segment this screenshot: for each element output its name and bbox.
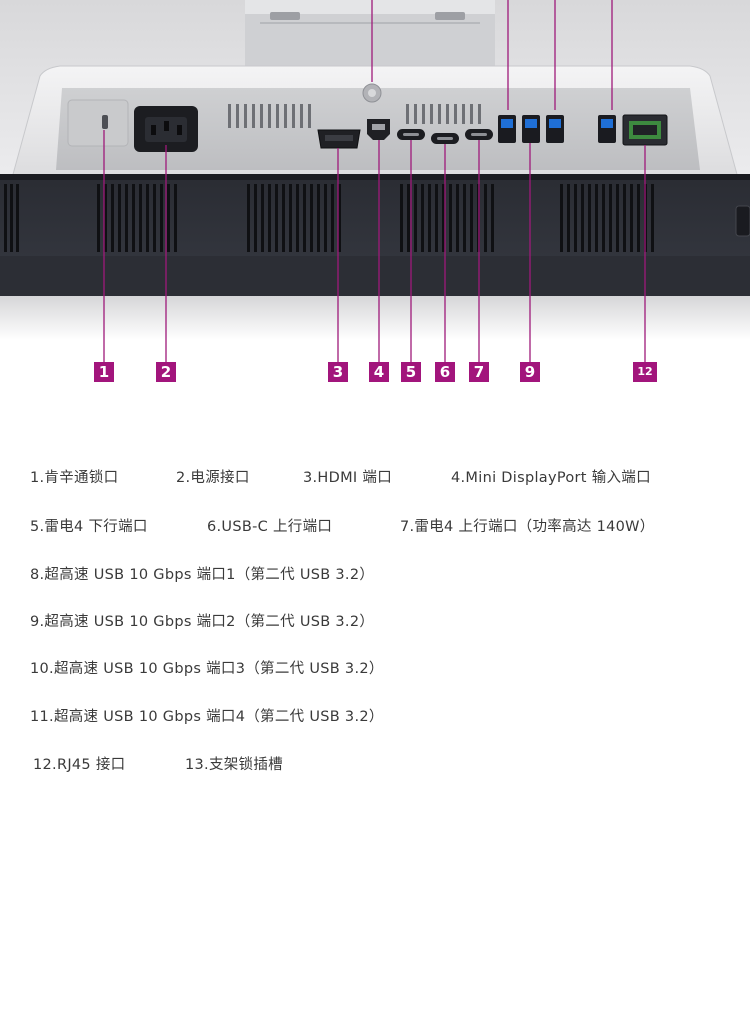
rj45-port (622, 114, 668, 146)
desc-usb-port-1: 8.超高速 USB 10 Gbps 端口1（第二代 USB 3.2） (30, 567, 375, 583)
desc-hdmi-port: 3.HDMI 端口 (303, 470, 392, 486)
desc-mini-displayport: 4.Mini DisplayPort 输入端口 (451, 470, 651, 486)
desc-kensington-lock: 1.肯辛通锁口 (30, 470, 119, 486)
desc-rj45-port: 12.RJ45 接口 (33, 757, 126, 773)
callout-badge-1: 1 (94, 362, 114, 382)
callout-badge-2: 2 (156, 362, 176, 382)
desc-stand-lock-slot: 13.支架锁插槽 (185, 757, 283, 773)
callout-badge-9: 9 (520, 362, 540, 382)
stand-neck (245, 0, 495, 70)
callout-badge-4: 4 (369, 362, 389, 382)
usb-a-port-3 (546, 115, 564, 143)
top-callout-lines (371, 0, 613, 110)
callout-badge-5: 5 (401, 362, 421, 382)
usb-a-port-2 (522, 115, 540, 143)
mini-displayport-port (367, 119, 390, 140)
power-socket (134, 106, 198, 152)
callout-lines (103, 130, 646, 340)
bezel-vents (4, 184, 654, 252)
callout-line-extensions (0, 340, 750, 362)
callout-badge-6: 6 (435, 362, 455, 382)
callout-badge-3: 3 (328, 362, 348, 382)
usb-a-port-1 (498, 115, 516, 143)
desc-usb-port-3: 10.超高速 USB 10 Gbps 端口3（第二代 USB 3.2） (30, 661, 384, 677)
kensington-lock-slot (67, 99, 129, 147)
vent-grille-left (228, 104, 311, 128)
callout-badge-12: 12 (633, 362, 657, 382)
desc-usb-c-upstream: 6.USB-C 上行端口 (207, 519, 333, 535)
hdmi-port (317, 129, 361, 149)
usb-a-port-4 (598, 115, 616, 143)
vent-grille-right (406, 104, 481, 124)
desc-thunderbolt-upstream: 7.雷电4 上行端口（功率高达 140W） (400, 519, 655, 535)
callout-badge-7: 7 (469, 362, 489, 382)
desc-usb-port-2: 9.超高速 USB 10 Gbps 端口2（第二代 USB 3.2） (30, 614, 375, 630)
monitor-rear-ports-photo (0, 0, 750, 340)
desc-thunderbolt-downstream: 5.雷电4 下行端口 (30, 519, 148, 535)
desc-power-port: 2.电源接口 (176, 470, 250, 486)
desc-usb-port-4: 11.超高速 USB 10 Gbps 端口4（第二代 USB 3.2） (30, 709, 384, 725)
bezel-side-button (735, 205, 750, 237)
